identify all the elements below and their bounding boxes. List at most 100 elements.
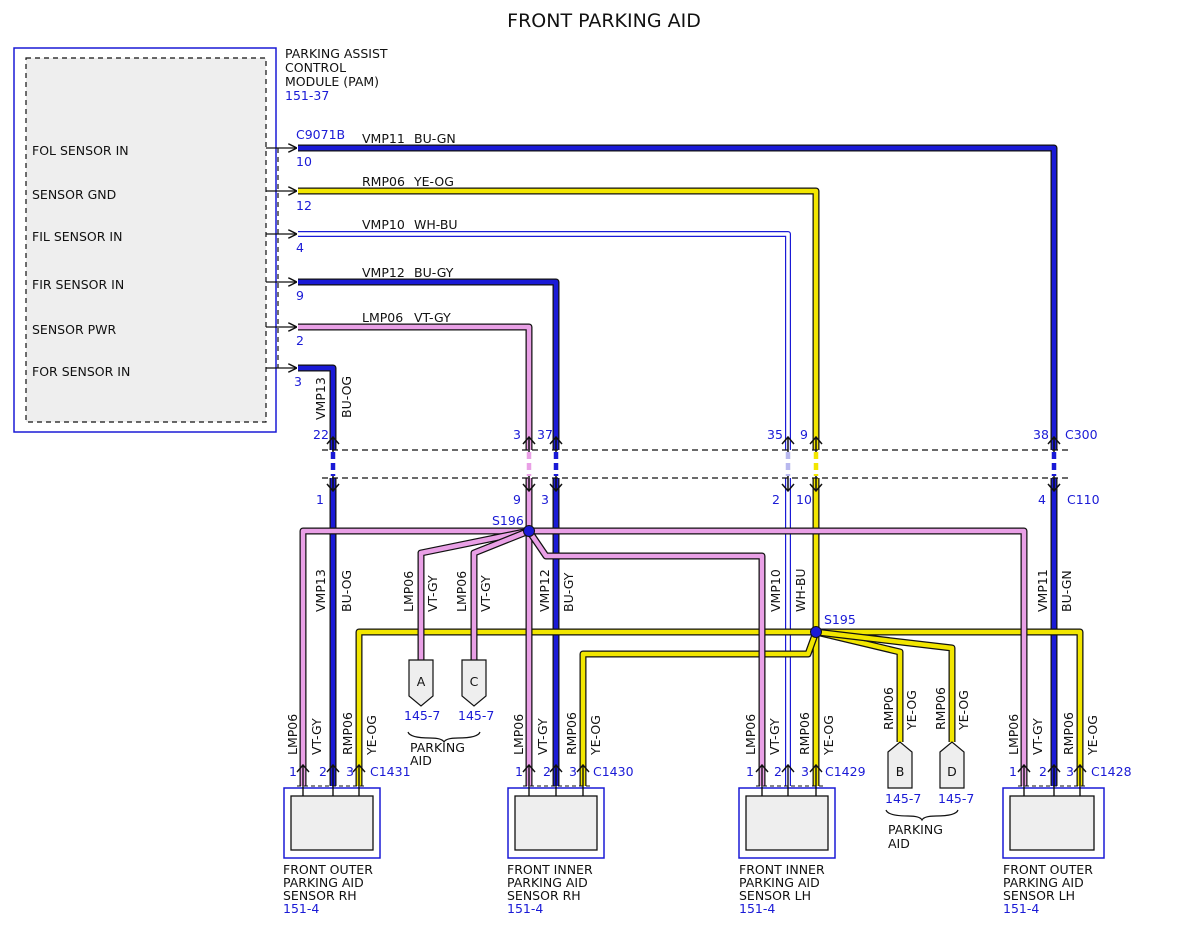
- wire-d: [815, 629, 955, 742]
- sensor-pin-arrow: [781, 763, 795, 796]
- offpage-a-shape: [408, 659, 434, 707]
- c110-pin: 2: [772, 492, 780, 507]
- sensor-name-line-1: FRONT INNER: [739, 862, 825, 877]
- sensor-name-line-3: SENSOR LH: [739, 888, 811, 903]
- pam-pin-number: 3: [294, 374, 302, 389]
- c110-arrow: [549, 476, 563, 493]
- offpage-group-label-2: AID: [888, 836, 910, 851]
- sensor-connector-name: C1429: [825, 764, 866, 779]
- sensor-pin-arrow: [576, 763, 590, 796]
- sensor-body: [514, 795, 598, 851]
- sensor-pin-arrow: [522, 763, 536, 796]
- wire-rmp06: [298, 188, 819, 786]
- sensor-name-line-3: SENSOR RH: [507, 888, 581, 903]
- pam-name-line-3: MODULE (PAM): [285, 74, 379, 89]
- c300-arrow: [1047, 435, 1061, 452]
- offpage-group-label-1: PARKING: [888, 822, 943, 837]
- vlabel-circuit: LMP06: [401, 571, 416, 612]
- vlabel-circuit: LMP06: [511, 714, 526, 755]
- c300-pin: 3: [513, 427, 521, 442]
- sensor-pin-arrow: [549, 763, 563, 796]
- c110-name: C110: [1067, 492, 1100, 507]
- vlabel-color: YE-OG: [1085, 715, 1100, 756]
- pam-pin-number: 2: [296, 333, 304, 348]
- sensor-name-line-3: SENSOR LH: [1003, 888, 1075, 903]
- vlabel-color: VT-GY: [425, 575, 440, 612]
- wires-white-blue: [298, 231, 791, 786]
- wire-c1430-gnd: [580, 631, 819, 786]
- sensor-pin-number: 3: [569, 764, 577, 779]
- c300-arrow: [781, 435, 795, 452]
- pam-pin-label-gnd: SENSOR GND: [32, 187, 116, 202]
- sensor-pin-arrow: [326, 763, 340, 796]
- sensor-name-line-3: SENSOR RH: [283, 888, 357, 903]
- c110-arrow: [781, 476, 795, 493]
- offpage-connectors: A 145-7 C 145-7 PARKING AID B 145-7 D 14…: [404, 659, 974, 851]
- pam-pin-label-pwr: SENSOR PWR: [32, 322, 117, 337]
- inline-connectors: 22 3 37 35 9 38 C300 1 9 3 2 10 4 C110: [313, 427, 1100, 507]
- sensor-connector-name: C1430: [593, 764, 634, 779]
- page-title: FRONT PARKING AID: [507, 10, 701, 32]
- offpage-c-letter: C: [470, 674, 479, 689]
- wire-label-circuit: VMP11: [362, 131, 405, 146]
- sensor-pin-arrow: [352, 763, 366, 796]
- sensor-pin-arrow: [1017, 763, 1031, 796]
- sensor-pin-arrow: [1047, 763, 1061, 796]
- wire-label-color: BU-GY: [414, 265, 454, 280]
- sensor-name-line-2: PARKING AID: [1003, 875, 1084, 890]
- offpage-group-label-1: PARKING: [410, 740, 465, 755]
- offpage-c-shape: [461, 659, 487, 707]
- wires-pink: [298, 323, 1028, 786]
- wire-label-circuit: VMP12: [362, 265, 405, 280]
- c300-pin: 22: [313, 427, 329, 442]
- sensor-pin-arrow: [755, 763, 769, 796]
- c300-arrow: [522, 435, 536, 452]
- sensor-pin-arrow: [296, 763, 310, 796]
- sensor-pin-number: 1: [289, 764, 297, 779]
- vlabel-circuit: RMP06: [564, 712, 579, 755]
- c110-arrow: [522, 476, 536, 493]
- sensor-name-line-1: FRONT OUTER: [1003, 862, 1093, 877]
- vlabel-color: VT-GY: [767, 718, 782, 755]
- offpage-c-ref: 145-7: [458, 708, 494, 723]
- vlabel-color: YE-OG: [904, 690, 919, 731]
- wires-yellow: [298, 187, 1084, 786]
- pam-ref: 151-37: [285, 88, 329, 103]
- c110-pin: 10: [796, 492, 812, 507]
- offpage-a-letter: A: [417, 674, 426, 689]
- wire-label-circuit: LMP06: [362, 310, 403, 325]
- vlabel-color: YE-OG: [821, 715, 836, 756]
- pam-pin-label-fil: FIL SENSOR IN: [32, 229, 122, 244]
- wire-c1429-pwr: [527, 529, 765, 786]
- vlabel-color: BU-OG: [339, 376, 354, 418]
- pam-pin-label-fol: FOL SENSOR IN: [32, 143, 129, 158]
- vlabel-circuit: VMP13: [313, 377, 328, 420]
- sensor-pin-arrow: [809, 763, 823, 796]
- pam-pin-number: 4: [296, 240, 304, 255]
- vlabel-color: VT-GY: [478, 575, 493, 612]
- pam-name-line-1: PARKING ASSIST: [285, 46, 388, 61]
- sensor-pin-number: 2: [1039, 764, 1047, 779]
- vlabel-color: YE-OG: [364, 715, 379, 756]
- wires-blue: [298, 144, 1058, 786]
- sensor-pin-number: 2: [774, 764, 782, 779]
- offpage-d-ref: 145-7: [938, 791, 974, 806]
- wire-vmp10: [298, 232, 790, 786]
- wire-s195-bus: [356, 629, 1083, 786]
- sensor-pin-number: 1: [746, 764, 754, 779]
- pam-pin-number: 10: [296, 154, 312, 169]
- c110-pin: 3: [541, 492, 549, 507]
- c300-pin: 38: [1033, 427, 1049, 442]
- vlabel-circuit: RMP06: [881, 687, 896, 730]
- wire-vmp12: [298, 279, 559, 786]
- c110-arrow: [1047, 476, 1061, 493]
- c300-arrow: [549, 435, 563, 452]
- offpage-b-shape: [887, 741, 913, 789]
- wire-label-circuit: VMP10: [362, 217, 405, 232]
- offpage-b-ref: 145-7: [885, 791, 921, 806]
- pam-pin-number: 9: [296, 288, 304, 303]
- pam-pin-label-for: FOR SENSOR IN: [32, 364, 130, 379]
- offpage-group-brace: [885, 809, 959, 822]
- sensor-c1429: LMP06 VT-GY RMP06 YE-OG 1 2 3 C1429 FRON…: [738, 712, 866, 916]
